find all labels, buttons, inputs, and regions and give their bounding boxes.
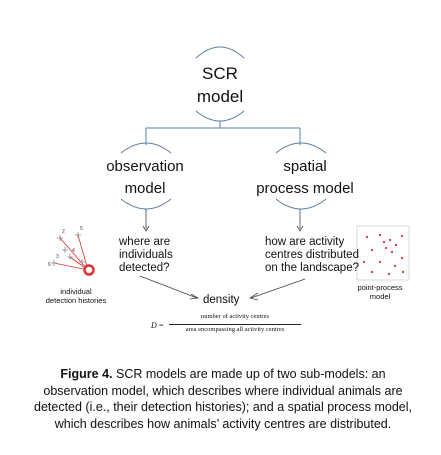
detection-histories-label: individual detection histories (32, 287, 120, 305)
obs-down-arrowhead (142, 225, 150, 232)
trap-number: 5 (80, 226, 83, 232)
sp-question-line: on the landscape? (265, 262, 359, 274)
detection-history-figure: 2 5 3 6 4 (48, 226, 95, 276)
formula-numerator: number of activity centres (200, 313, 270, 320)
trap-crosses (51, 232, 85, 266)
right-to-density-arrow (250, 278, 306, 299)
caption-label: Figure 4. (60, 367, 113, 381)
formula-symbol: D (151, 321, 157, 330)
scr-label-line1: SCR (202, 64, 238, 83)
activity-centre-marker (83, 264, 95, 276)
observation-model-node: observation model (90, 156, 200, 200)
sp-down-arrowhead (296, 225, 304, 232)
formula-denominator: area encompassing all activity centres (185, 326, 285, 333)
obs-top-arc (120, 142, 172, 154)
right-to-density-arrowhead (248, 292, 259, 301)
point-process-label: point-process model (348, 283, 412, 301)
observation-question: where are individuals detected? (119, 236, 209, 275)
scr-model-node: SCR model (170, 62, 270, 108)
figure-caption: Figure 4. SCR models are made up of two … (28, 366, 418, 432)
sp-top-arc (275, 142, 327, 154)
pp-label-line: point-process (357, 283, 403, 292)
det-label-line: individual (60, 287, 92, 296)
sp-question-line: how are activity (265, 236, 345, 248)
obs-question-line: where are (119, 236, 171, 248)
obs-label-line2: model (124, 180, 166, 197)
activity-centre-points (362, 233, 405, 276)
trap-number: 3 (56, 254, 59, 260)
scr-bottom-arc (195, 110, 245, 122)
detection-line (53, 262, 89, 271)
sp-bottom-arc (275, 198, 327, 210)
det-label-line: detection histories (45, 296, 107, 305)
left-to-density-arrowhead (189, 293, 200, 300)
spatial-question: how are activity centres distributed on … (265, 236, 365, 275)
obs-question-line: individuals (119, 249, 173, 261)
formula-equals: = (159, 321, 164, 330)
sp-label-line1: spatial (283, 158, 327, 175)
detection-line (59, 237, 89, 271)
sp-question-line: centres distributed (265, 249, 359, 261)
trap-number: 6 (48, 262, 51, 268)
obs-question-line: detected? (119, 262, 170, 274)
pp-label-line: model (369, 292, 391, 301)
density-formula: D = number of activity centres area enco… (145, 313, 305, 339)
detection-line (77, 234, 89, 271)
point-process-figure (356, 225, 410, 281)
landscape-box (356, 225, 410, 281)
density-label: density (203, 294, 240, 306)
caption-text: SCR models are made up of two sub-models… (34, 367, 412, 431)
trap-number: 4 (72, 248, 75, 254)
fraction-bar (169, 324, 301, 325)
trap-number: 2 (62, 229, 65, 235)
obs-bottom-arc (120, 198, 172, 210)
left-to-density-arrow (139, 275, 198, 299)
scr-label-line2: model (196, 87, 244, 106)
scr-top-arc (195, 46, 245, 59)
obs-label-line1: observation (106, 158, 184, 175)
spatial-process-model-node: spatial process model (240, 156, 370, 200)
sp-label-line2: process model (256, 180, 354, 197)
